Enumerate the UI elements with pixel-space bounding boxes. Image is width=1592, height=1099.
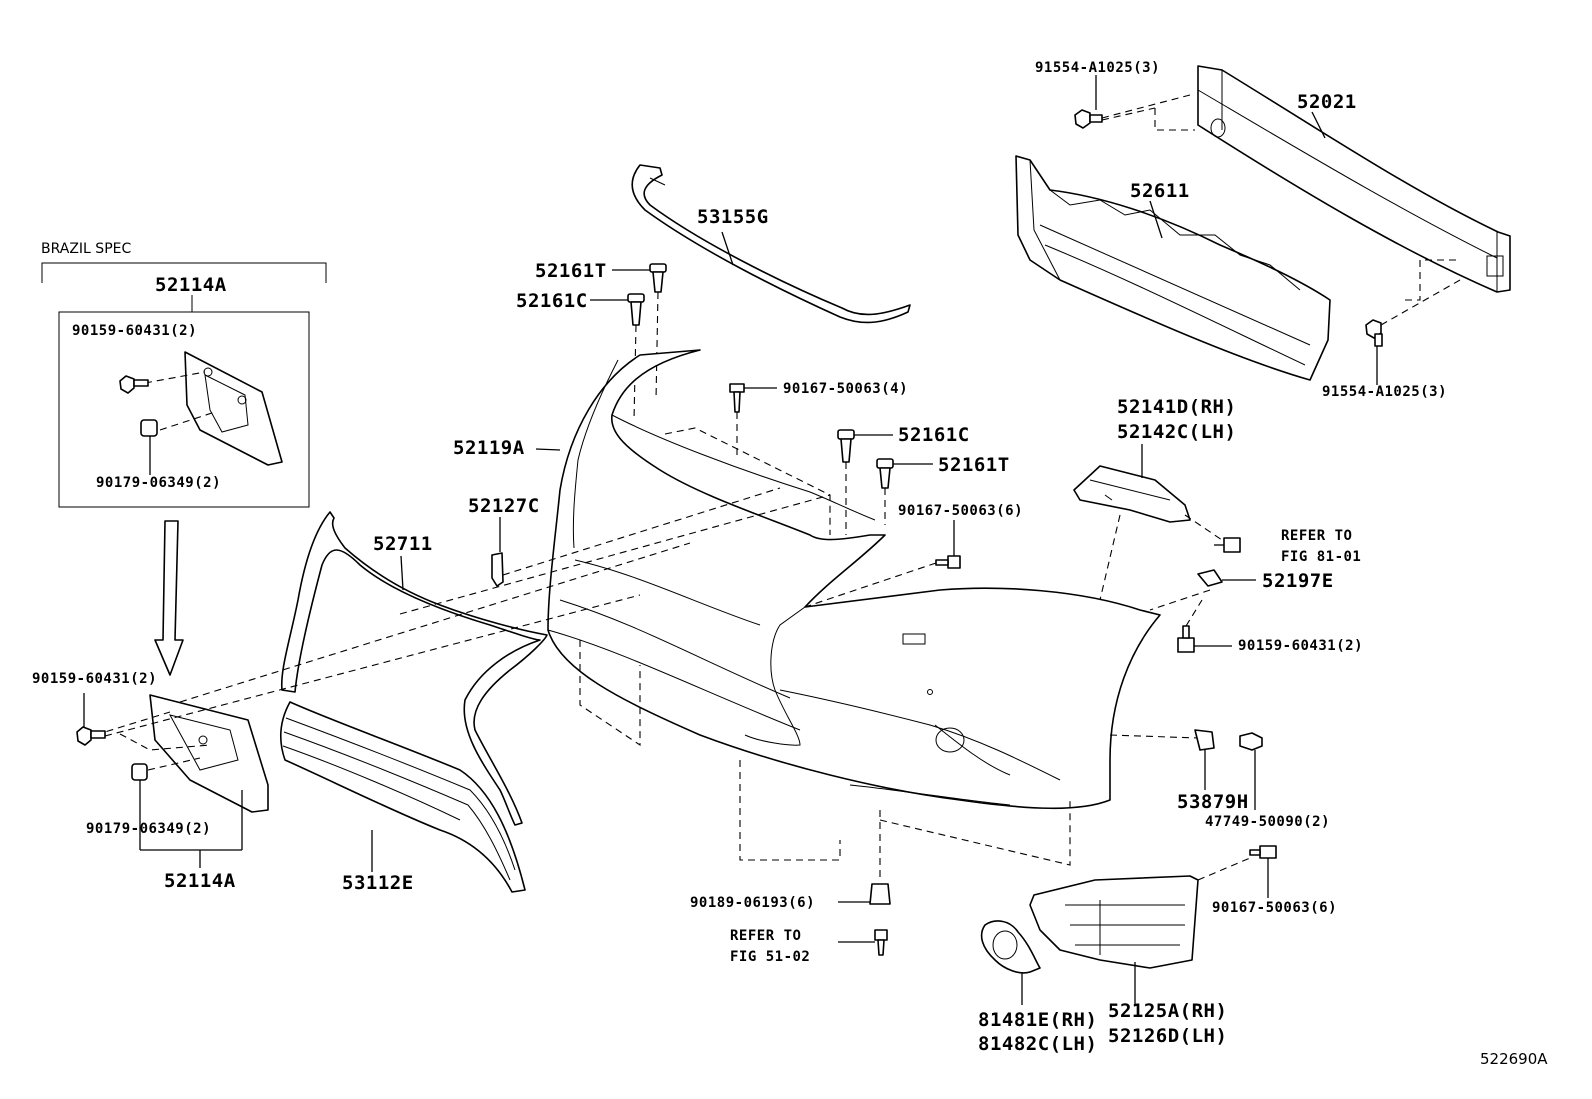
screw-refer81-icon — [1214, 537, 1241, 553]
label-47749[interactable]: 47749-50090(2) — [1205, 814, 1331, 830]
label-refer81-line2[interactable]: FIG 81-01 — [1281, 549, 1362, 565]
label-refer51-line2[interactable]: FIG 51-02 — [730, 949, 811, 965]
label-52161c-top[interactable]: 52161C — [516, 290, 588, 312]
label-91554-bottom[interactable]: 91554-A1025(3) — [1322, 384, 1448, 400]
label-52127c[interactable]: 52127C — [468, 495, 540, 517]
nut-left-icon — [131, 763, 243, 868]
diagram-id: 522690A — [1480, 1050, 1548, 1068]
bumper-absorber — [1015, 155, 1331, 381]
screw-90167-6-mid-icon — [804, 520, 961, 608]
screw-refer51-icon — [838, 929, 888, 956]
label-52021[interactable]: 52021 — [1297, 91, 1357, 113]
grille-frame — [280, 511, 548, 826]
screw-90167-6-right-icon — [1249, 845, 1277, 898]
brazil-bolt-icon — [119, 375, 149, 394]
label-90189[interactable]: 90189-06193(6) — [690, 895, 816, 911]
label-refer51-line1[interactable]: REFER TO — [730, 928, 802, 944]
label-81481e[interactable]: 81481E(RH) — [978, 1009, 1098, 1031]
label-52125a[interactable]: 52125A(RH) — [1108, 1000, 1228, 1022]
label-refer81-line1[interactable]: REFER TO — [1281, 528, 1353, 544]
label-90159-right[interactable]: 90159-60431(2) — [1238, 638, 1364, 654]
brazil-license-bracket — [144, 351, 283, 466]
license-bracket — [94, 694, 269, 813]
arrow-down-icon — [154, 520, 184, 676]
label-brazil-52114a[interactable]: 52114A — [155, 274, 227, 296]
label-52611[interactable]: 52611 — [1130, 180, 1190, 202]
clip-90189-icon — [838, 883, 891, 905]
label-52141d[interactable]: 52141D(RH) — [1117, 396, 1237, 418]
reinforcement-bolt-top-icon — [1074, 75, 1195, 131]
upper-retainer — [631, 164, 911, 324]
bolt-left-icon — [76, 693, 106, 746]
side-support — [1073, 444, 1223, 601]
bracket-52127c — [491, 517, 504, 587]
clip-52161t-top-icon — [612, 263, 667, 401]
clip-52161c-top-icon — [590, 293, 645, 421]
label-52161t-top[interactable]: 52161T — [535, 260, 607, 282]
clip-52197e-icon — [1149, 569, 1256, 611]
label-90159-left[interactable]: 90159-60431(2) — [32, 671, 158, 687]
lower-grille — [280, 701, 526, 893]
bolt-47749-icon — [1239, 732, 1263, 810]
clip-52161t-mid-icon — [876, 458, 933, 525]
label-81482c[interactable]: 81482C(LH) — [978, 1033, 1098, 1055]
bumper-reinforcement — [1197, 65, 1511, 293]
reinforcement-bolt-bottom-icon — [1365, 259, 1461, 385]
label-53155g[interactable]: 53155G — [697, 206, 769, 228]
label-53879h[interactable]: 53879H — [1177, 791, 1249, 813]
fog-ring — [980, 920, 1041, 1005]
label-brazil-bolt[interactable]: 90159-60431(2) — [72, 323, 198, 339]
bumper-cover — [535, 349, 1161, 810]
label-52126d[interactable]: 52126D(LH) — [1108, 1025, 1228, 1047]
label-52119a[interactable]: 52119A — [453, 437, 525, 459]
clip-52161c-mid-icon — [837, 429, 893, 535]
fog-lamp-bezel — [1029, 857, 1251, 1005]
label-52711[interactable]: 52711 — [373, 533, 433, 555]
label-52197e[interactable]: 52197E — [1262, 570, 1334, 592]
label-52161c-mid[interactable]: 52161C — [898, 424, 970, 446]
label-91554-top[interactable]: 91554-A1025(3) — [1035, 60, 1161, 76]
clip-53879h-icon — [1194, 729, 1215, 790]
label-90179-left[interactable]: 90179-06349(2) — [86, 821, 212, 837]
brazil-nut-icon — [140, 419, 158, 475]
brazil-spec-title: BRAZIL SPEC — [41, 241, 132, 257]
label-52142c[interactable]: 52142C(LH) — [1117, 421, 1237, 443]
label-52161t-mid[interactable]: 52161T — [938, 454, 1010, 476]
label-90167-4[interactable]: 90167-50063(4) — [783, 381, 909, 397]
label-90167-6-mid[interactable]: 90167-50063(6) — [898, 503, 1024, 519]
label-53112e[interactable]: 53112E — [342, 872, 414, 894]
screw-90167-4-icon — [729, 383, 777, 455]
brazil-spec-frame — [41, 262, 327, 508]
alignment-lines — [104, 427, 1199, 880]
screw-90159-right-icon — [1177, 599, 1232, 653]
label-90167-6-right[interactable]: 90167-50063(6) — [1212, 900, 1338, 916]
label-52114a-bottom[interactable]: 52114A — [164, 870, 236, 892]
label-brazil-nut[interactable]: 90179-06349(2) — [96, 475, 222, 491]
